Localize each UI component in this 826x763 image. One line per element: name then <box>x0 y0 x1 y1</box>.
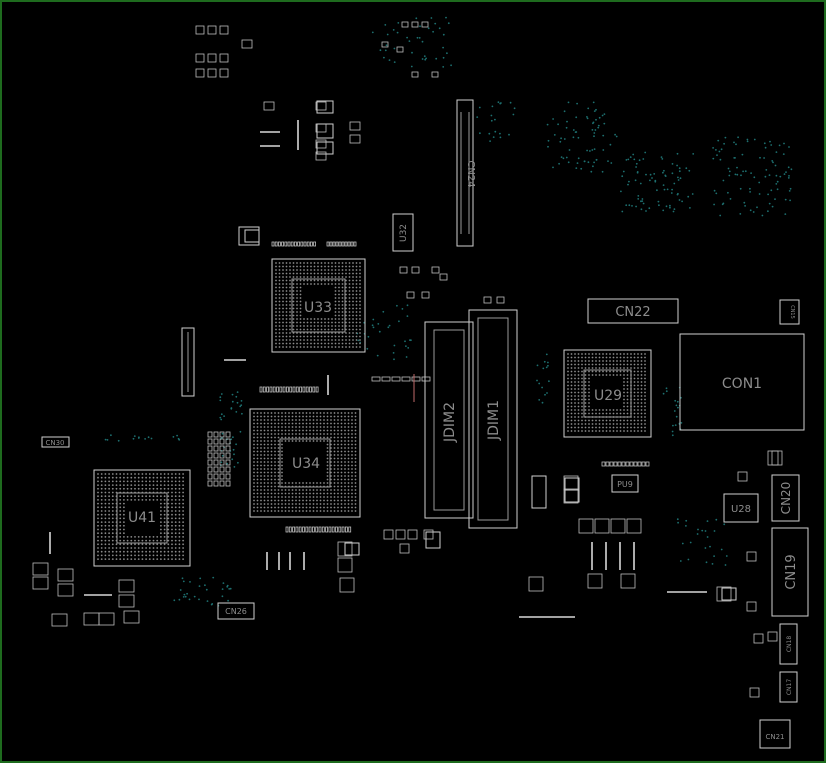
label-u28: U28 <box>731 504 751 515</box>
label-u33: U33 <box>304 300 332 316</box>
label-cn20: CN20 <box>779 482 793 515</box>
connector-con1[interactable]: CON1 <box>679 333 805 431</box>
via-clusters <box>104 16 793 607</box>
label-cn26: CN26 <box>225 607 247 616</box>
connector-cn15[interactable]: CN15 <box>779 299 800 325</box>
trace-lines <box>49 120 707 618</box>
component-u41[interactable]: U41 <box>93 469 191 567</box>
label-jdim1: JDIM1 <box>486 400 502 441</box>
connector-cn18[interactable]: CN18 <box>779 623 798 665</box>
component-u32[interactable]: U32 <box>392 213 414 252</box>
power-components <box>238 100 737 601</box>
label-con1: CON1 <box>722 376 762 392</box>
label-cn22: CN22 <box>615 305 650 320</box>
connector-cn21[interactable]: CN21 <box>759 719 791 749</box>
component-pu9[interactable]: PU9 <box>611 474 639 493</box>
label-u41: U41 <box>128 510 156 526</box>
component-u34[interactable]: U34 <box>249 408 361 518</box>
connector-jdim2[interactable]: JDIM2 <box>424 321 474 519</box>
label-jdim2: JDIM2 <box>442 402 458 443</box>
label-pu9: PU9 <box>617 480 633 489</box>
bga-ball-grids <box>97 262 646 560</box>
connector-jdim1[interactable]: JDIM1 <box>468 309 518 529</box>
label-u29: U29 <box>594 388 622 404</box>
component-u29[interactable]: U29 <box>563 349 652 438</box>
label-u32: U32 <box>399 224 409 242</box>
connector-left-header[interactable] <box>181 327 195 397</box>
label-cn30: CN30 <box>45 439 64 447</box>
connector-cn19[interactable]: CN19 <box>771 527 809 617</box>
component-u33[interactable]: U33 <box>271 258 366 353</box>
connector-cn20[interactable]: CN20 <box>771 474 800 522</box>
label-cn15: CN15 <box>789 305 795 319</box>
component-u28[interactable]: U28 <box>723 493 759 523</box>
small-passive-components <box>32 21 783 698</box>
label-cn21: CN21 <box>765 733 784 741</box>
connector-cn30[interactable]: CN30 <box>41 436 70 448</box>
label-cn19: CN19 <box>784 554 799 589</box>
connector-cn24[interactable]: CN24 <box>456 99 476 247</box>
label-cn17: CN17 <box>786 679 793 695</box>
label-u34: U34 <box>292 456 320 472</box>
label-cn24: CN24 <box>465 160 476 187</box>
connector-cn22[interactable]: CN22 <box>587 298 679 324</box>
connector-cn26[interactable]: CN26 <box>217 602 255 620</box>
label-cn18: CN18 <box>786 636 793 652</box>
connector-cn17[interactable]: CN17 <box>779 671 798 703</box>
